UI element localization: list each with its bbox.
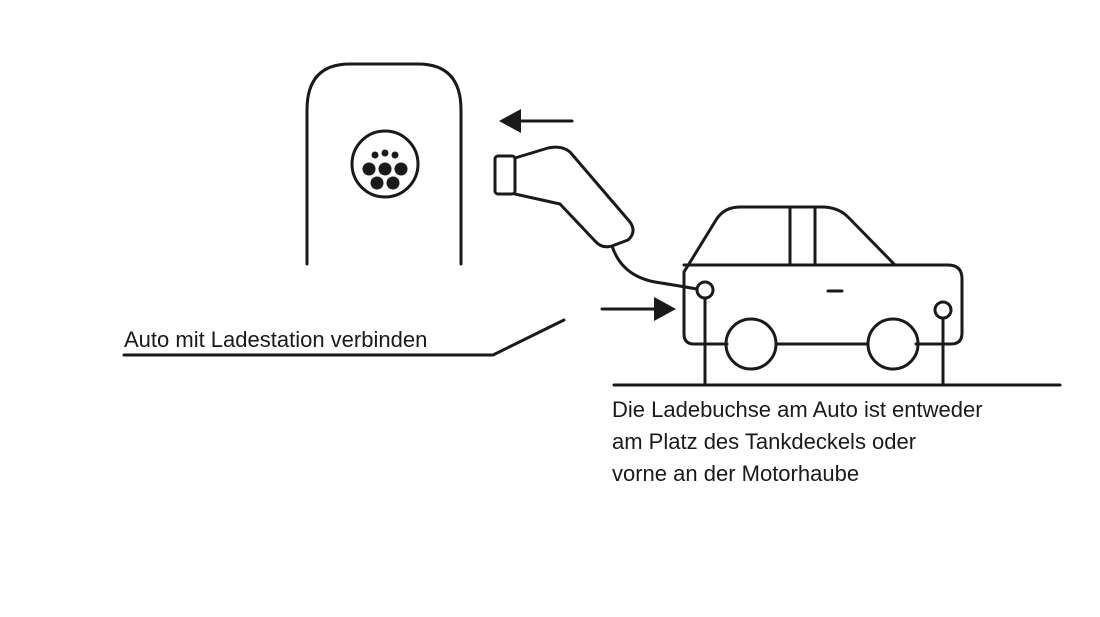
- arrow-right-icon: [600, 297, 676, 321]
- arrow-left-icon: [499, 109, 574, 133]
- connect-label: Auto mit Ladestation verbinden: [124, 327, 428, 352]
- charging-plug-icon: [493, 145, 699, 291]
- socket-note-line: Die Ladebuchse am Auto ist entweder: [612, 397, 983, 422]
- socket-location-note: Die Ladebuchse am Auto ist entweder am P…: [612, 394, 983, 490]
- socket-pins: [362, 149, 408, 190]
- car-icon: [682, 205, 964, 371]
- socket-note-line: am Platz des Tankdeckels oder: [612, 429, 917, 454]
- connect-label-underline: [122, 318, 566, 357]
- charging-station-icon: [305, 62, 463, 266]
- socket-note-line: vorne an der Motorhaube: [612, 461, 860, 486]
